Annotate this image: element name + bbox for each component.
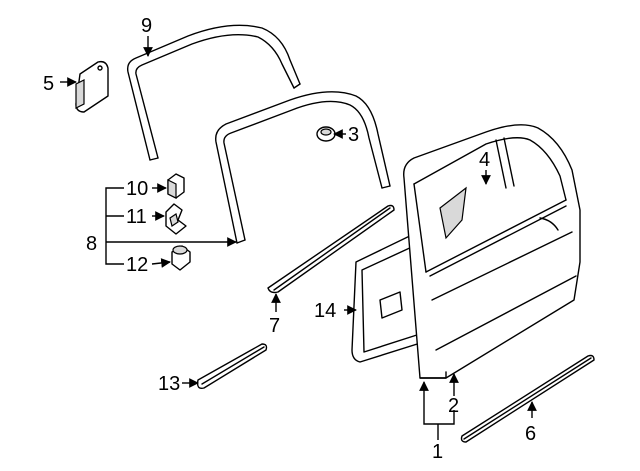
callout-4: 4 bbox=[479, 149, 490, 171]
part-7-belt-molding bbox=[267, 204, 395, 294]
part-12-clip bbox=[171, 245, 191, 271]
part-6-door-molding bbox=[460, 354, 595, 443]
callout-8: 8 bbox=[86, 233, 97, 255]
callout-9: 9 bbox=[141, 15, 152, 37]
callout-14: 14 bbox=[314, 300, 336, 322]
callout-7: 7 bbox=[269, 315, 280, 337]
part-3-plug bbox=[316, 126, 336, 142]
callout-12: 12 bbox=[126, 254, 148, 276]
part-1-door-shell bbox=[403, 124, 581, 379]
bracket-8 bbox=[105, 187, 124, 265]
part-5-bracket bbox=[75, 60, 109, 113]
part-8-glass-run-channel bbox=[215, 91, 391, 244]
callout-2: 2 bbox=[448, 395, 459, 417]
leader-lines bbox=[60, 36, 537, 440]
callout-1: 1 bbox=[432, 441, 443, 463]
bracket-1 bbox=[423, 390, 455, 425]
part-11-clip bbox=[165, 203, 187, 235]
callout-3: 3 bbox=[348, 124, 359, 146]
callout-11: 11 bbox=[126, 206, 147, 228]
callout-5: 5 bbox=[43, 73, 54, 95]
leader-12 bbox=[151, 258, 171, 268]
part-10-clip bbox=[167, 173, 185, 199]
callout-13: 13 bbox=[158, 373, 180, 395]
callout-10: 10 bbox=[126, 178, 148, 200]
callout-6: 6 bbox=[525, 423, 536, 445]
part-9-frame-weatherstrip bbox=[126, 24, 301, 161]
part-13-garnish bbox=[196, 343, 268, 390]
callout-labels: 9 5 3 4 10 11 8 12 7 14 13 2 6 1 bbox=[43, 15, 536, 463]
